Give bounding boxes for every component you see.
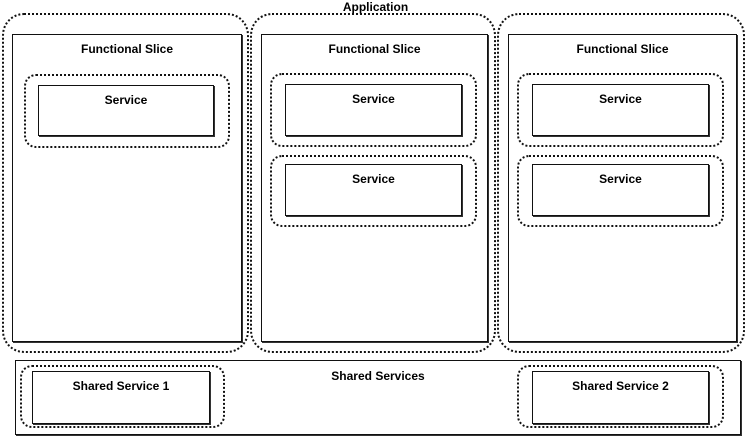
- service-group-3-1: [517, 73, 724, 147]
- service-group-3-2: [517, 155, 724, 227]
- functional-slice-3: Functional Slice: [508, 34, 737, 342]
- functional-slice-title: Functional Slice: [576, 42, 669, 56]
- service-label: Service: [599, 172, 642, 186]
- functional-slice-title: Functional Slice: [80, 42, 173, 56]
- service-label: Service: [352, 92, 395, 106]
- service-group-2-1: [270, 73, 477, 147]
- service-label: Service: [352, 172, 395, 186]
- functional-slice-1: Functional Slice: [12, 34, 242, 342]
- slice-group-3: [497, 13, 745, 353]
- service-3-1: Service: [532, 84, 709, 136]
- service-group-2-2: [270, 155, 477, 227]
- functional-slice-2: Functional Slice: [261, 34, 488, 342]
- slice-group-1: [2, 13, 249, 353]
- shared-service-group-2: [517, 365, 724, 428]
- shared-service-2: Shared Service 2: [532, 371, 709, 424]
- service-2-1: Service: [285, 84, 462, 136]
- service-3-2: Service: [532, 164, 709, 216]
- service-1-1: Service: [38, 85, 214, 136]
- application-label: Application: [342, 0, 409, 14]
- service-label: Service: [599, 92, 642, 106]
- shared-services-title: Shared Services: [331, 369, 425, 383]
- service-label: Service: [104, 93, 148, 107]
- shared-service-1-label: Shared Service 1: [72, 379, 170, 393]
- service-group-1-1: [24, 74, 230, 148]
- functional-slice-title: Functional Slice: [328, 42, 421, 56]
- shared-service-group-1: [20, 365, 225, 428]
- service-2-2: Service: [285, 164, 462, 216]
- shared-service-1: Shared Service 1: [32, 371, 210, 424]
- shared-service-2-label: Shared Service 2: [572, 379, 669, 393]
- slice-group-2: [250, 13, 496, 353]
- shared-services-container: Shared Services: [15, 360, 741, 435]
